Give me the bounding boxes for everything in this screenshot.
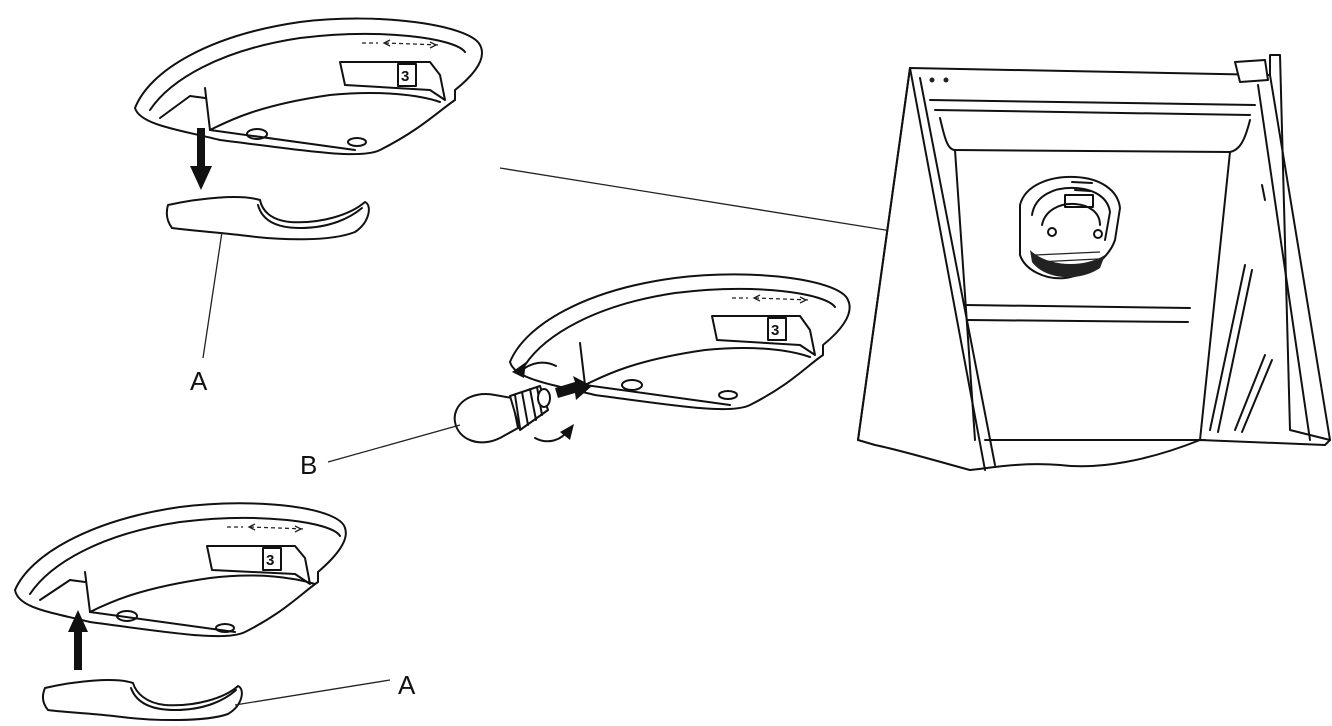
leader-line-b [327,424,461,463]
housing-step-1: 3 [134,17,483,156]
label-a-top: A [190,366,208,396]
fridge-cabinet [857,54,1331,471]
light-bulb [453,385,551,444]
lamp-cover-bottom [42,679,243,722]
housing-number-3: 3 [266,552,274,569]
housing-step-3: 3 [14,502,347,638]
up-arrow-icon [68,610,88,670]
label-b: B [300,450,317,480]
housing-number-box-3 [262,547,282,571]
push-arrow-icon [555,376,592,400]
housing-number-2: 3 [771,322,779,339]
housing-number-1: 3 [401,68,409,85]
label-a-bottom: A [398,670,416,700]
housing-number-box-1 [397,63,417,87]
rotate-arrow-icon [512,361,574,443]
housing-number-box-2 [767,317,787,341]
leader-line-a-bottom [234,679,391,706]
leader-line-a-top [202,231,223,359]
cabinet-lamp-housing [1019,175,1121,280]
down-arrow-icon [190,128,212,190]
lamp-cover-top [165,196,370,241]
